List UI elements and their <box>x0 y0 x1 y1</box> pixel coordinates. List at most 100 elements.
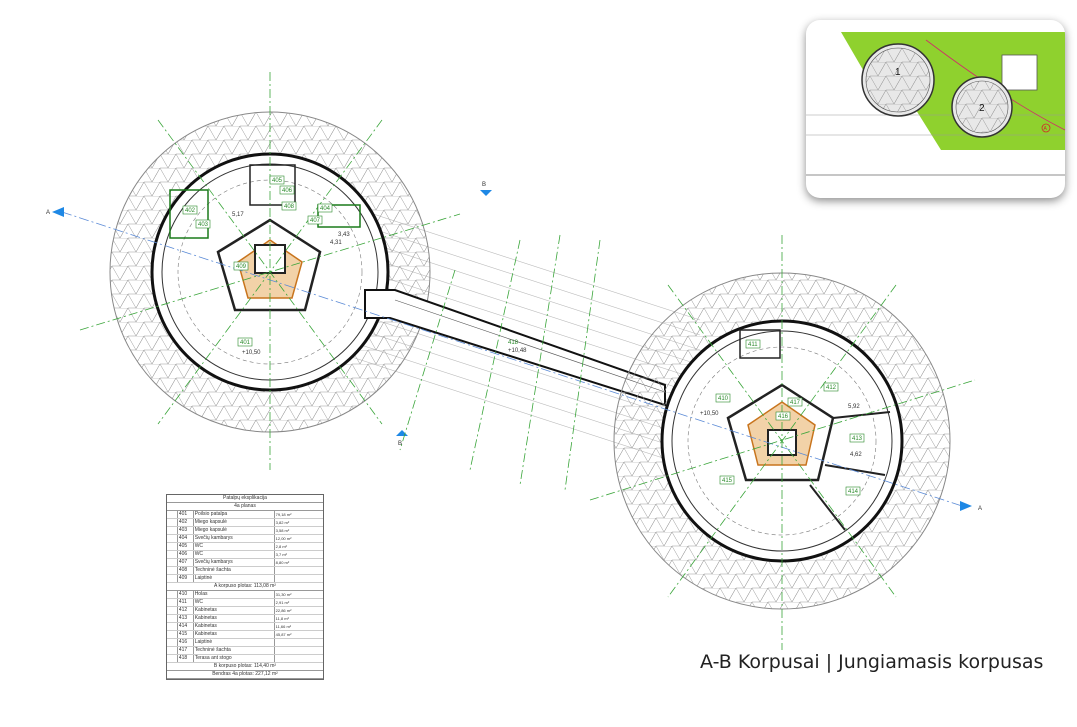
room-area: 11,8 m² <box>275 616 289 621</box>
group-cell <box>167 551 178 558</box>
room-number: 409 <box>178 575 194 582</box>
room-name: Techninė šachta <box>194 647 275 654</box>
room-name: Kabinetas <box>194 623 275 630</box>
sum-label: B korpuso plotas: <box>213 663 253 669</box>
room-name: WC <box>194 599 275 606</box>
room-area: 22,86 m² <box>275 608 292 613</box>
dimension-label: 4,62 <box>850 452 862 458</box>
room-name: WC <box>194 551 275 558</box>
room-tag-408: 408 <box>284 204 295 210</box>
schedule-title: Patalpų eksplikacija <box>167 495 323 503</box>
room-tag-box <box>317 203 333 213</box>
room-area: 8,80 m² <box>275 560 290 565</box>
room-tag-409: 409 <box>236 264 247 270</box>
room-name: Laiptinė <box>194 575 275 582</box>
room-name: Terasa ant stogo <box>194 655 275 662</box>
room-name: Miego kapsulė <box>194 519 275 526</box>
room-number: 412 <box>178 607 194 614</box>
room-area: 3,7 m² <box>275 552 287 557</box>
room-tag-bridge: 418 <box>508 340 519 346</box>
room-name: Kabinetas <box>194 615 275 622</box>
group-cell <box>167 527 178 534</box>
room-tag-box <box>845 486 861 496</box>
room-area: 3,58 m² <box>275 528 290 533</box>
room-name: Kabinetas <box>194 607 275 614</box>
room-number: 415 <box>178 631 194 638</box>
room-tag-410: 410 <box>718 396 729 402</box>
room-number: 408 <box>178 567 194 574</box>
room-tag-415: 415 <box>722 478 733 484</box>
room-number: 405 <box>178 543 194 550</box>
axis-a-left-label: A <box>46 210 50 216</box>
group-cell <box>167 559 178 566</box>
schedule-sum-b: B korpuso plotas: 114,40 m² <box>167 663 323 671</box>
room-number: 416 <box>178 639 194 646</box>
axis-a-left-arrow-icon <box>52 207 64 217</box>
room-area: 11,66 m² <box>275 624 292 629</box>
room-area: 3,82 m² <box>275 520 290 525</box>
room-tag-box <box>195 219 211 229</box>
room-number: 413 <box>178 615 194 622</box>
group-cell <box>167 599 178 606</box>
room-tag-403: 403 <box>198 222 209 228</box>
room-area: 2,8 m² <box>275 544 287 549</box>
room-tag-box <box>745 339 761 349</box>
room-name: Svečių kambarys <box>194 535 275 542</box>
group-cell <box>167 607 178 614</box>
axis-b-bottom-arrow-icon <box>396 430 408 436</box>
room-tag-box <box>307 215 323 225</box>
room-area <box>275 575 323 582</box>
room-name: Laiptinė <box>194 639 275 646</box>
axis-a-right-label: A <box>978 506 982 512</box>
room-tag-405: 405 <box>272 178 283 184</box>
group-cell <box>167 519 178 526</box>
room-tag-416: 416 <box>778 414 789 420</box>
group-cell <box>167 631 178 638</box>
room-name: Poilsio patalpa <box>194 511 275 518</box>
room-tag-box <box>823 382 839 392</box>
room-number: 404 <box>178 535 194 542</box>
room-area <box>275 567 323 574</box>
group-cell <box>167 615 178 622</box>
room-area: 31,30 m² <box>275 592 292 597</box>
room-number: 402 <box>178 519 194 526</box>
sum-value: 114,40 m² <box>253 663 277 669</box>
group-cell <box>167 647 178 654</box>
room-number: 418 <box>178 655 194 662</box>
room-tag-box <box>281 201 297 211</box>
sum-label: A korpuso plotas: <box>214 583 253 589</box>
schedule-sum-a: A korpuso plotas: 113,08 m² <box>167 583 323 591</box>
dome-2-label: 2 <box>979 103 985 114</box>
group-cell <box>167 543 178 550</box>
room-tag-box <box>237 337 253 347</box>
room-tag-box <box>719 475 735 485</box>
room-tag-box <box>775 411 791 421</box>
room-number: 410 <box>178 591 194 598</box>
axis-b-top-arrow-icon <box>480 190 492 196</box>
group-cell <box>167 639 178 646</box>
grid-lines <box>79 72 976 650</box>
axis-a-right-arrow-icon <box>960 501 972 511</box>
room-tag-411: 411 <box>748 342 758 348</box>
schedule-sum-total: Bendras 4a plotas: 227,12 m² <box>167 671 323 679</box>
room-number: 411 <box>178 599 194 606</box>
site-plan-thumbnail: 1 2 A <box>806 20 1065 198</box>
room-tag-404: 404 <box>320 206 331 212</box>
